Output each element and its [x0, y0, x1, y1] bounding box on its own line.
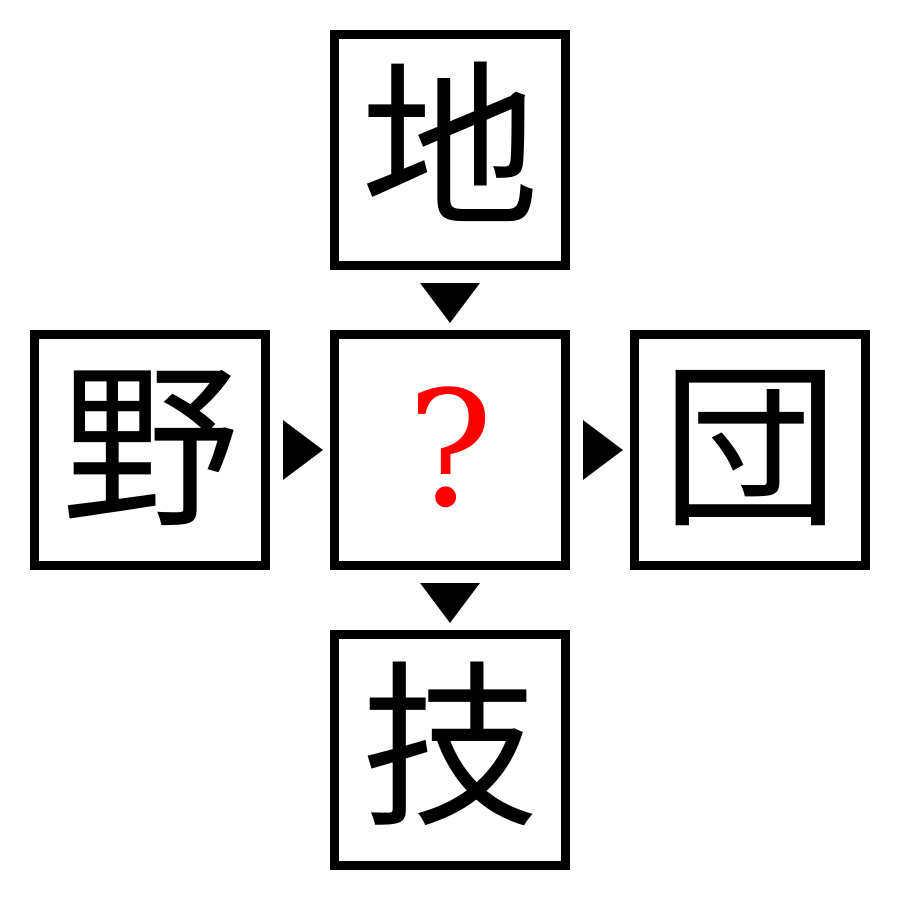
answer-tile[interactable]: ?: [330, 330, 570, 570]
triangle-right-icon: [283, 420, 323, 480]
right-character: 団: [661, 346, 839, 553]
left-character-tile: 野: [30, 330, 270, 570]
top-character: 地: [361, 46, 539, 253]
bottom-character: 技: [361, 646, 539, 853]
bottom-character-tile: 技: [330, 630, 570, 870]
right-character-tile: 団: [630, 330, 870, 570]
triangle-down-icon: [420, 583, 480, 623]
triangle-right-icon: [583, 420, 623, 480]
triangle-down-icon: [420, 283, 480, 323]
question-mark: ?: [407, 356, 493, 543]
left-character: 野: [61, 346, 239, 553]
top-character-tile: 地: [330, 30, 570, 270]
